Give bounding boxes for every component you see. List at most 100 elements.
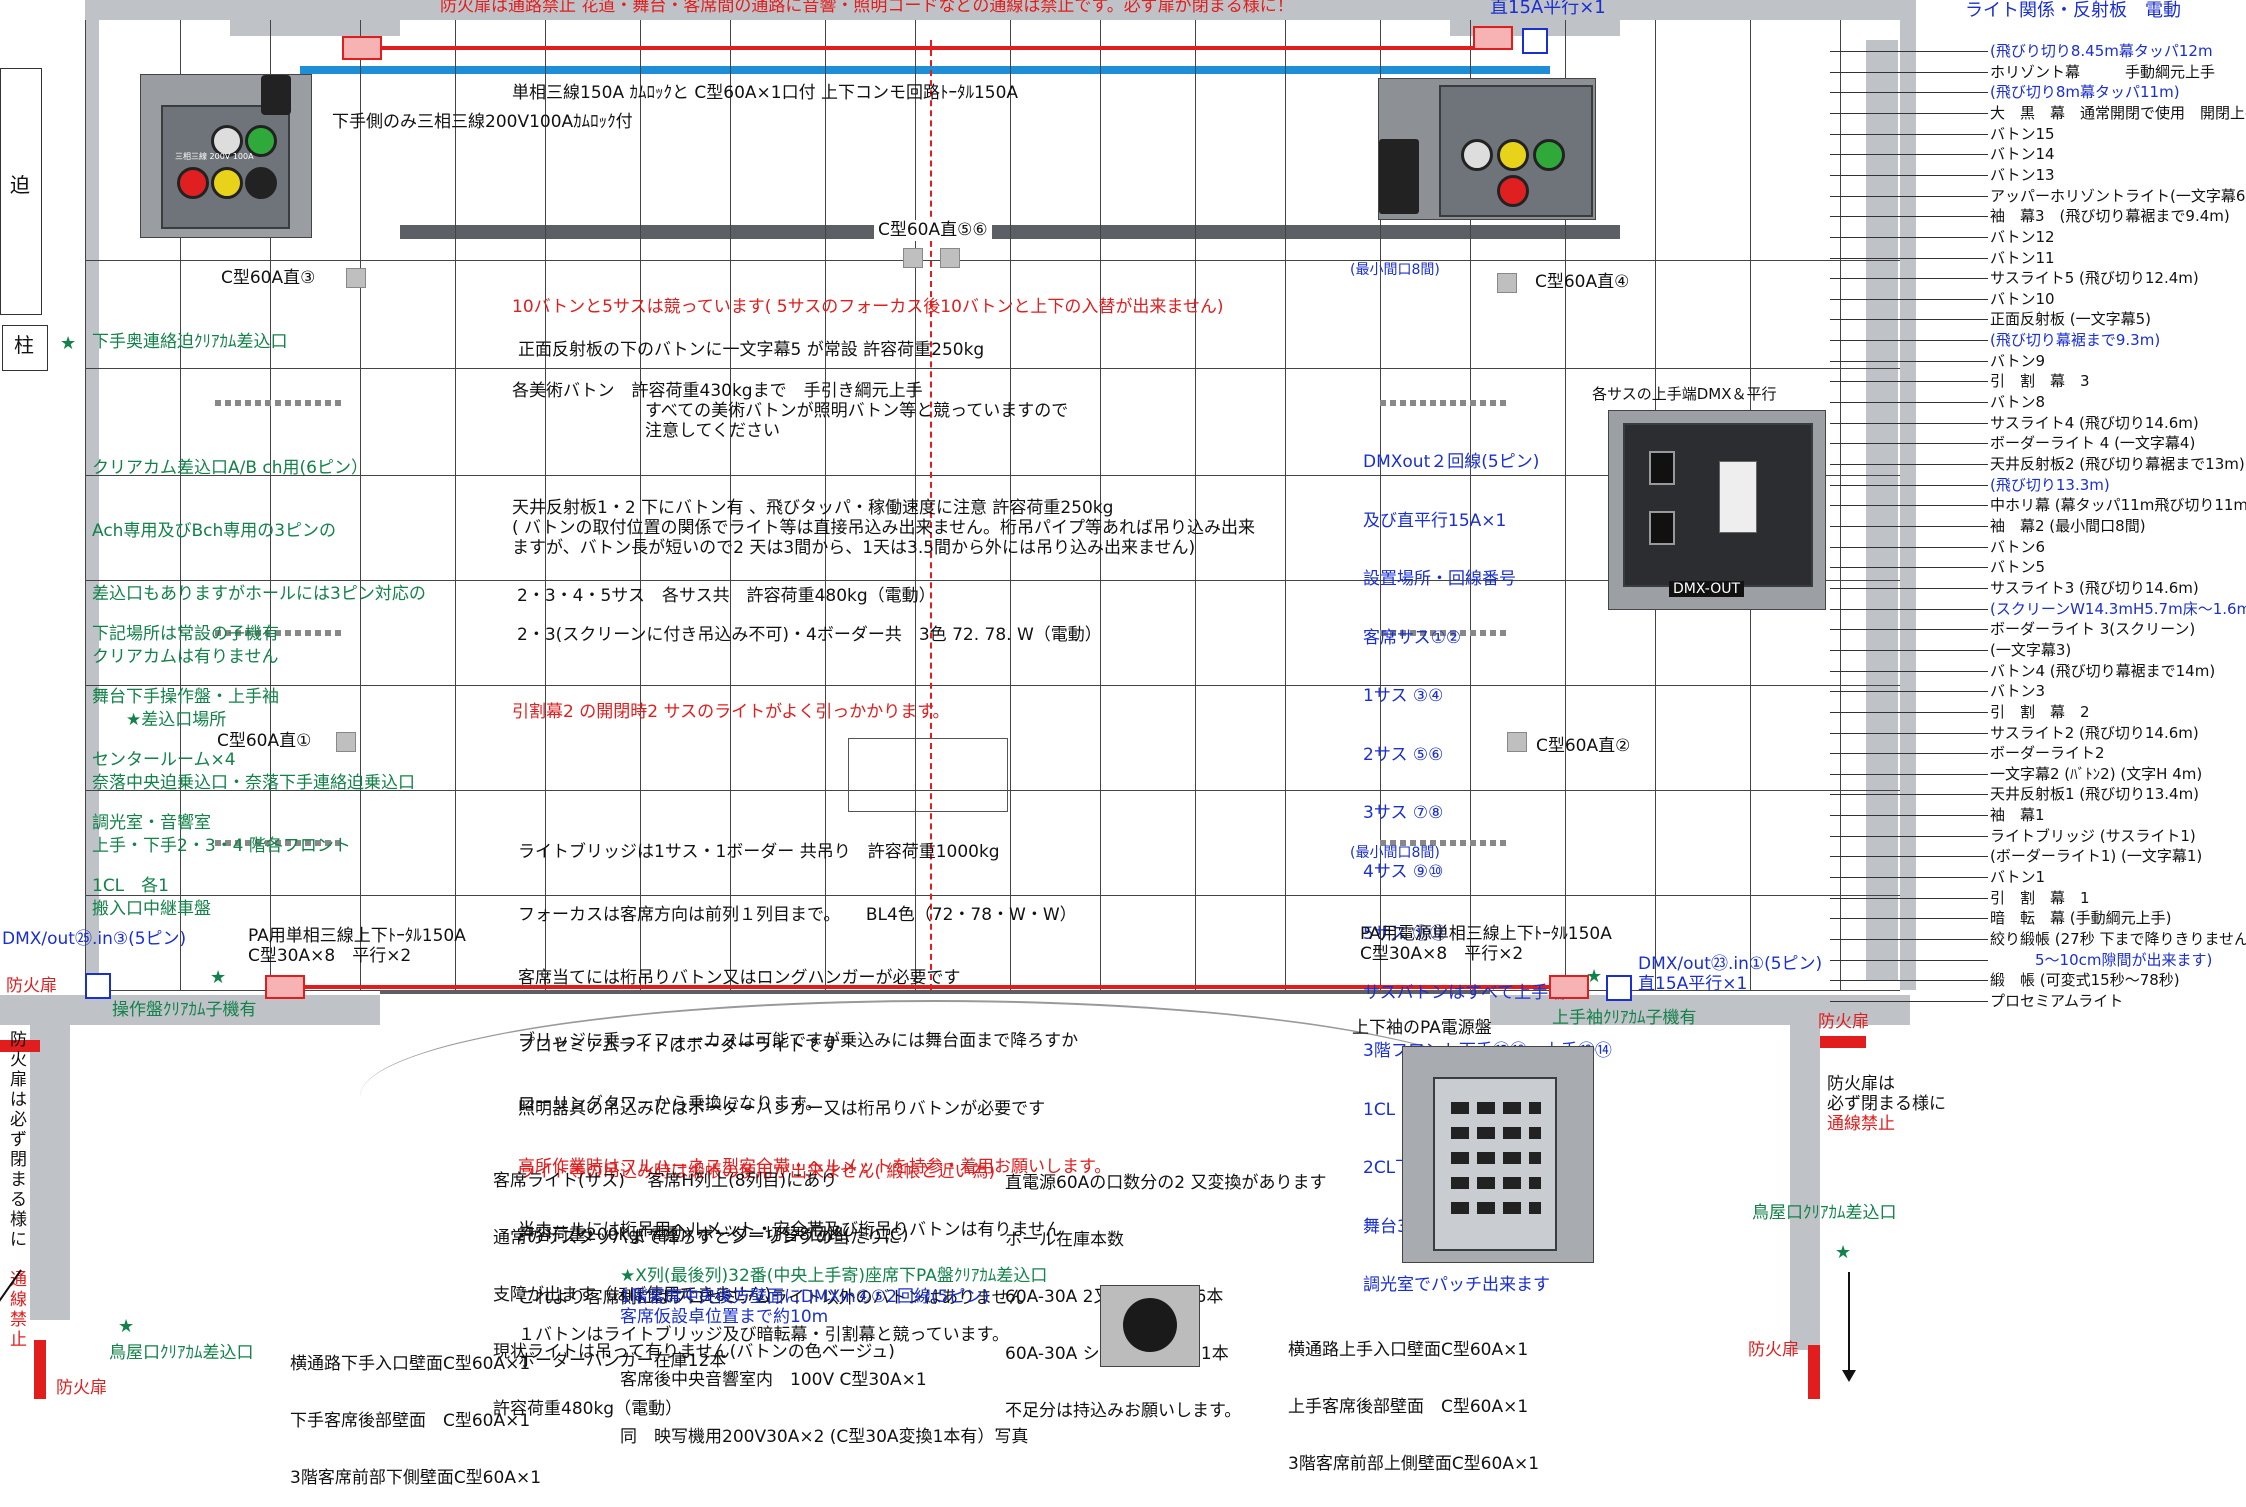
proscenium-line: 照明器具の吊込みにはボーダーハンガー又は桁吊りバトンが必要です	[518, 1099, 1046, 1119]
batten-label: ボーダーライト 3(スクリーン)	[1990, 620, 2196, 638]
child-line: センタールーム×4	[92, 750, 236, 770]
dmx-right2-1: DMX/out㉓.in①(5ピン)	[1638, 954, 1823, 974]
batten-line	[1830, 712, 1988, 713]
grid-line	[85, 790, 1900, 791]
batten-label: バトン12	[1990, 228, 2055, 246]
child-line: 舞台下手操作盤・上手袖	[92, 687, 279, 707]
batten-label: 5～10cm隙間が出来ます)	[1990, 951, 2213, 969]
batten-label: サスライト4 (飛び切り14.6m)	[1990, 414, 2199, 432]
left-power-panel-photo: 三相三線 200V 100A	[140, 74, 312, 238]
proscenium-warning: ライト等の吊込み時は緞帳の使用が出来ません( 緞帳と近い為)	[518, 1162, 996, 1182]
batten-line	[1830, 237, 1988, 238]
note-bijutsu-2: すべての美術バトンが照明バトン等と競っていますので	[645, 401, 1069, 421]
batten-label: 中ホリ幕 (幕タッパ11m飛び切り11m)	[1990, 496, 2246, 514]
batten-line	[1830, 815, 1988, 816]
connector	[211, 125, 243, 157]
bottom-right-line: 横通路上手入口壁面C型60A×1	[1288, 1340, 1529, 1360]
outlet-socket	[1123, 1298, 1177, 1352]
bottom-right-block: 横通路上手入口壁面C型60A×1 上手客席後部壁面 C型60A×1 3階客席前部…	[1288, 1303, 1539, 1493]
c60-1-label: C型60A直①	[217, 731, 312, 751]
batten-label: (ボーダーライト1) (一文字幕1)	[1990, 847, 2203, 865]
pa-left-2: C型30A×8 平行×2	[248, 946, 412, 966]
clearcom-line: ★差込口場所	[92, 710, 227, 730]
grid-line	[640, 20, 641, 990]
child-line: 下記場所は常設の子機有	[92, 624, 279, 644]
curtain-mark	[1380, 840, 1510, 846]
batten-line	[1830, 154, 1988, 155]
power-top-main: 単相三線150A ｶﾑﾛｯｸと C型60A×1口付 上下コンモ回路ﾄｰﾀﾙ150…	[512, 83, 1019, 103]
clearcom-block: クリアカム差込口A/B ch用(6ピン） Ach専用及びBch専用の3ピンの 差…	[92, 416, 426, 941]
curtain-mark	[215, 630, 345, 636]
batten-line	[1830, 774, 1988, 775]
bottom-right-line: 上手客席後部壁面 C型60A×1	[1288, 1397, 1529, 1417]
panel-caption: 三相三線 200V 100A	[175, 152, 254, 161]
header-right-line1: 直15A平行×1	[1490, 0, 1606, 18]
direct-line: ホール在庫本数	[1005, 1230, 1124, 1250]
batten-label: 暗 転 幕 (手動綱元上手)	[1990, 909, 2172, 927]
plug-cable	[261, 75, 291, 115]
batten-line	[1830, 485, 1988, 486]
batten-line	[1830, 588, 1988, 589]
batten-line	[1830, 443, 1988, 444]
breaker-row	[1451, 1102, 1541, 1114]
star-icon: ★	[210, 967, 227, 988]
batten-line	[1830, 216, 1988, 217]
breaker-row	[1451, 1202, 1541, 1214]
pa-panel-photo	[1402, 1046, 1594, 1263]
kami-child-clearcom: 上手袖ｸﾘｱｶﾑ子機有	[1552, 1008, 1697, 1028]
batten-label: 天井反射板2 (飛び切り幕裾まで13m)	[1990, 455, 2245, 473]
clearcom-line: Ach専用及びBch専用の3ピンの	[92, 521, 337, 541]
fire-door-mark	[1808, 1345, 1820, 1399]
batten-label: 引 割 幕 1	[1990, 889, 2090, 907]
batten-line	[1830, 567, 1988, 568]
batten-line	[1830, 340, 1988, 341]
grid-line	[85, 260, 1900, 261]
kamite-clearcom: 下手奥連絡迫ｸﾘｱｶﾑ差込口	[92, 332, 288, 352]
proscenium-block: プロセミアムライトはボーダーライトです 照明器具の吊込みにはボーダーハンガー又は…	[518, 994, 1045, 1393]
note-ceiling-2: ( バトンの取付位置の関係でライト等は直接吊込み出来ません。桁吊パイプ等あれば吊…	[512, 518, 1256, 538]
connector	[211, 167, 243, 199]
bridge-outline	[848, 738, 1008, 812]
batten-label: サスライト2 (飛び切り14.6m)	[1990, 724, 2199, 742]
batten-label: 袖 幕3 (飛び切り幕裾まで9.4m)	[1990, 207, 2230, 225]
batten-label: 袖 幕1	[1990, 806, 2045, 824]
batten-label: ホリゾント幕 手動綱元上手	[1990, 63, 2216, 81]
fire-right-2: 必ず閉まる様に	[1827, 1094, 1946, 1114]
batten-label: (飛び切り13.3m)	[1990, 476, 2110, 494]
note-ceiling-1: 天井反射板1・2 下にバトン有 、飛びタッパ・稼働速度に注意 許容荷重250kg	[512, 498, 1114, 518]
bridge-line: ローリングタワーから乗換になります。	[518, 1094, 823, 1114]
note-hikiwari: 引割幕2 の開閉時2 サスのライトがよく引っかかります。	[512, 702, 950, 722]
center-line	[930, 40, 932, 990]
dmx-line: 5サス ⑪⑫	[1363, 924, 1447, 944]
batten-label: バトン11	[1990, 249, 2055, 267]
bridge-line: ライトブリッジは1サス・1ボーダー 共吊り 許容荷重1000kg	[518, 842, 1000, 862]
outlet-photo	[1100, 1285, 1200, 1367]
proscenium-line: プロセミアムライトはボーダーライトです	[518, 1036, 839, 1056]
clearcom-line: 差込口もありますがホールには3ピン対応の	[92, 584, 426, 604]
x-row-2: 1階客席中央後方壁面にDMXin④⑤2回線(5ピン)	[620, 1287, 990, 1307]
grid-line	[545, 20, 546, 990]
child-line: 1CL 各1	[92, 876, 169, 896]
direct-line: 直電源60Aの口数分の2 又変換があります	[1005, 1173, 1327, 1193]
child-block: 下記場所は常設の子機有 舞台下手操作盤・上手袖 センタールーム×4 調光室・音響…	[92, 582, 279, 918]
bottom-left-block: 横通路下手入口壁面C型60A×1 下手客席後部壁面 C型60A×1 3階客席前部…	[290, 1317, 541, 1507]
grid-line	[85, 475, 1900, 476]
batten-line	[1830, 278, 1988, 279]
fire-right-1: 防火扉は	[1827, 1074, 1895, 1094]
curtain-mark	[1380, 630, 1510, 636]
note-bijutsu-3: 注意してください	[645, 421, 780, 441]
batten-line	[1830, 299, 1988, 300]
sus-photo-label: 各サスの上手端DMX＆平行	[1592, 385, 1777, 403]
bridge-line: 当ホールには桁吊用ヘルメット・安全帯及び桁吊りバトンは有りません	[518, 1220, 1062, 1240]
batten-label: (飛びり切り8.45m幕タッパ12m	[1990, 42, 2213, 60]
note-ceiling-3: ますが、バトン長が短いので2 天は3間から、1天は3.5間から外には吊り込み出来…	[512, 538, 1196, 558]
panel-face	[1623, 423, 1813, 587]
connector	[1533, 139, 1565, 171]
bridge-line: ブリッジに乗ってフォーカスは可能ですが乗込みには舞台面まで降ろすか	[518, 1031, 1079, 1051]
hashira-label: 柱	[14, 333, 34, 357]
batten-line	[1830, 134, 1988, 135]
batten-line	[1830, 733, 1988, 734]
bridge-block: ライトブリッジは1サス・1ボーダー 共吊り 許容荷重1000kg フォーカスは客…	[518, 800, 1111, 1367]
bottom-center-line: 同 映写機用200V30A×2 (C型30A変換1本有）写真	[620, 1427, 1029, 1447]
hashira-box	[2, 325, 48, 371]
